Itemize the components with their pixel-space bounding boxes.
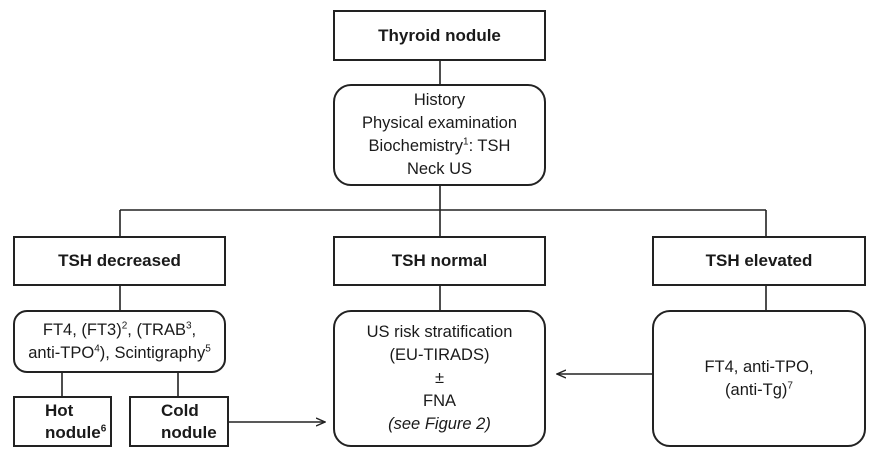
normal-steps-risk: US risk stratification (366, 323, 513, 341)
cold-nodule-line-1: Cold (161, 400, 199, 420)
workup-neck-us: Neck US (406, 160, 473, 178)
node-tsh-normal: TSH normal (333, 236, 546, 286)
node-decreased-tests: FT4, (FT3)2, (TRAB3, anti-TPO4), Scintig… (13, 310, 226, 373)
elevated-tests-line-1: FT4, anti-TPO, (704, 357, 814, 376)
workup-biochemistry: Biochemistry1: TSH (368, 136, 511, 155)
node-cold-nodule: Cold nodule (129, 396, 229, 447)
node-initial-workup: History Physical examination Biochemistr… (333, 84, 546, 186)
node-thyroid-nodule: Thyroid nodule (333, 10, 546, 61)
decreased-tests-line-2: anti-TPO4), Scintigraphy5 (28, 343, 211, 362)
workup-history: History (413, 91, 466, 109)
hot-nodule-line-1: Hot (45, 400, 74, 420)
node-thyroid-nodule-label: Thyroid nodule (378, 25, 501, 45)
node-tsh-elevated: TSH elevated (652, 236, 866, 286)
normal-steps-fna: FNA (423, 392, 456, 410)
node-tsh-normal-label: TSH normal (391, 251, 488, 270)
node-tsh-decreased: TSH decreased (13, 236, 226, 286)
normal-steps-eutirads: (EU-TIRADS) (389, 346, 490, 364)
normal-steps-see-figure: (see Figure 2) (388, 415, 491, 433)
node-normal-steps: US risk stratification (EU-TIRADS) ± FNA… (333, 310, 546, 447)
normal-steps-plusminus: ± (434, 369, 445, 387)
cold-nodule-line-2: nodule (161, 422, 217, 442)
elevated-tests-line-2: (anti-Tg)7 (725, 380, 793, 399)
node-elevated-tests: FT4, anti-TPO, (anti-Tg)7 (652, 310, 866, 447)
workup-physical-exam: Physical examination (362, 114, 517, 132)
node-tsh-decreased-label: TSH decreased (58, 251, 181, 270)
node-tsh-elevated-label: TSH elevated (705, 251, 813, 270)
node-hot-nodule: Hot nodule6 (13, 396, 112, 447)
decreased-tests-line-1: FT4, (FT3)2, (TRAB3, (42, 320, 197, 339)
hot-nodule-line-2: nodule6 (45, 422, 107, 442)
